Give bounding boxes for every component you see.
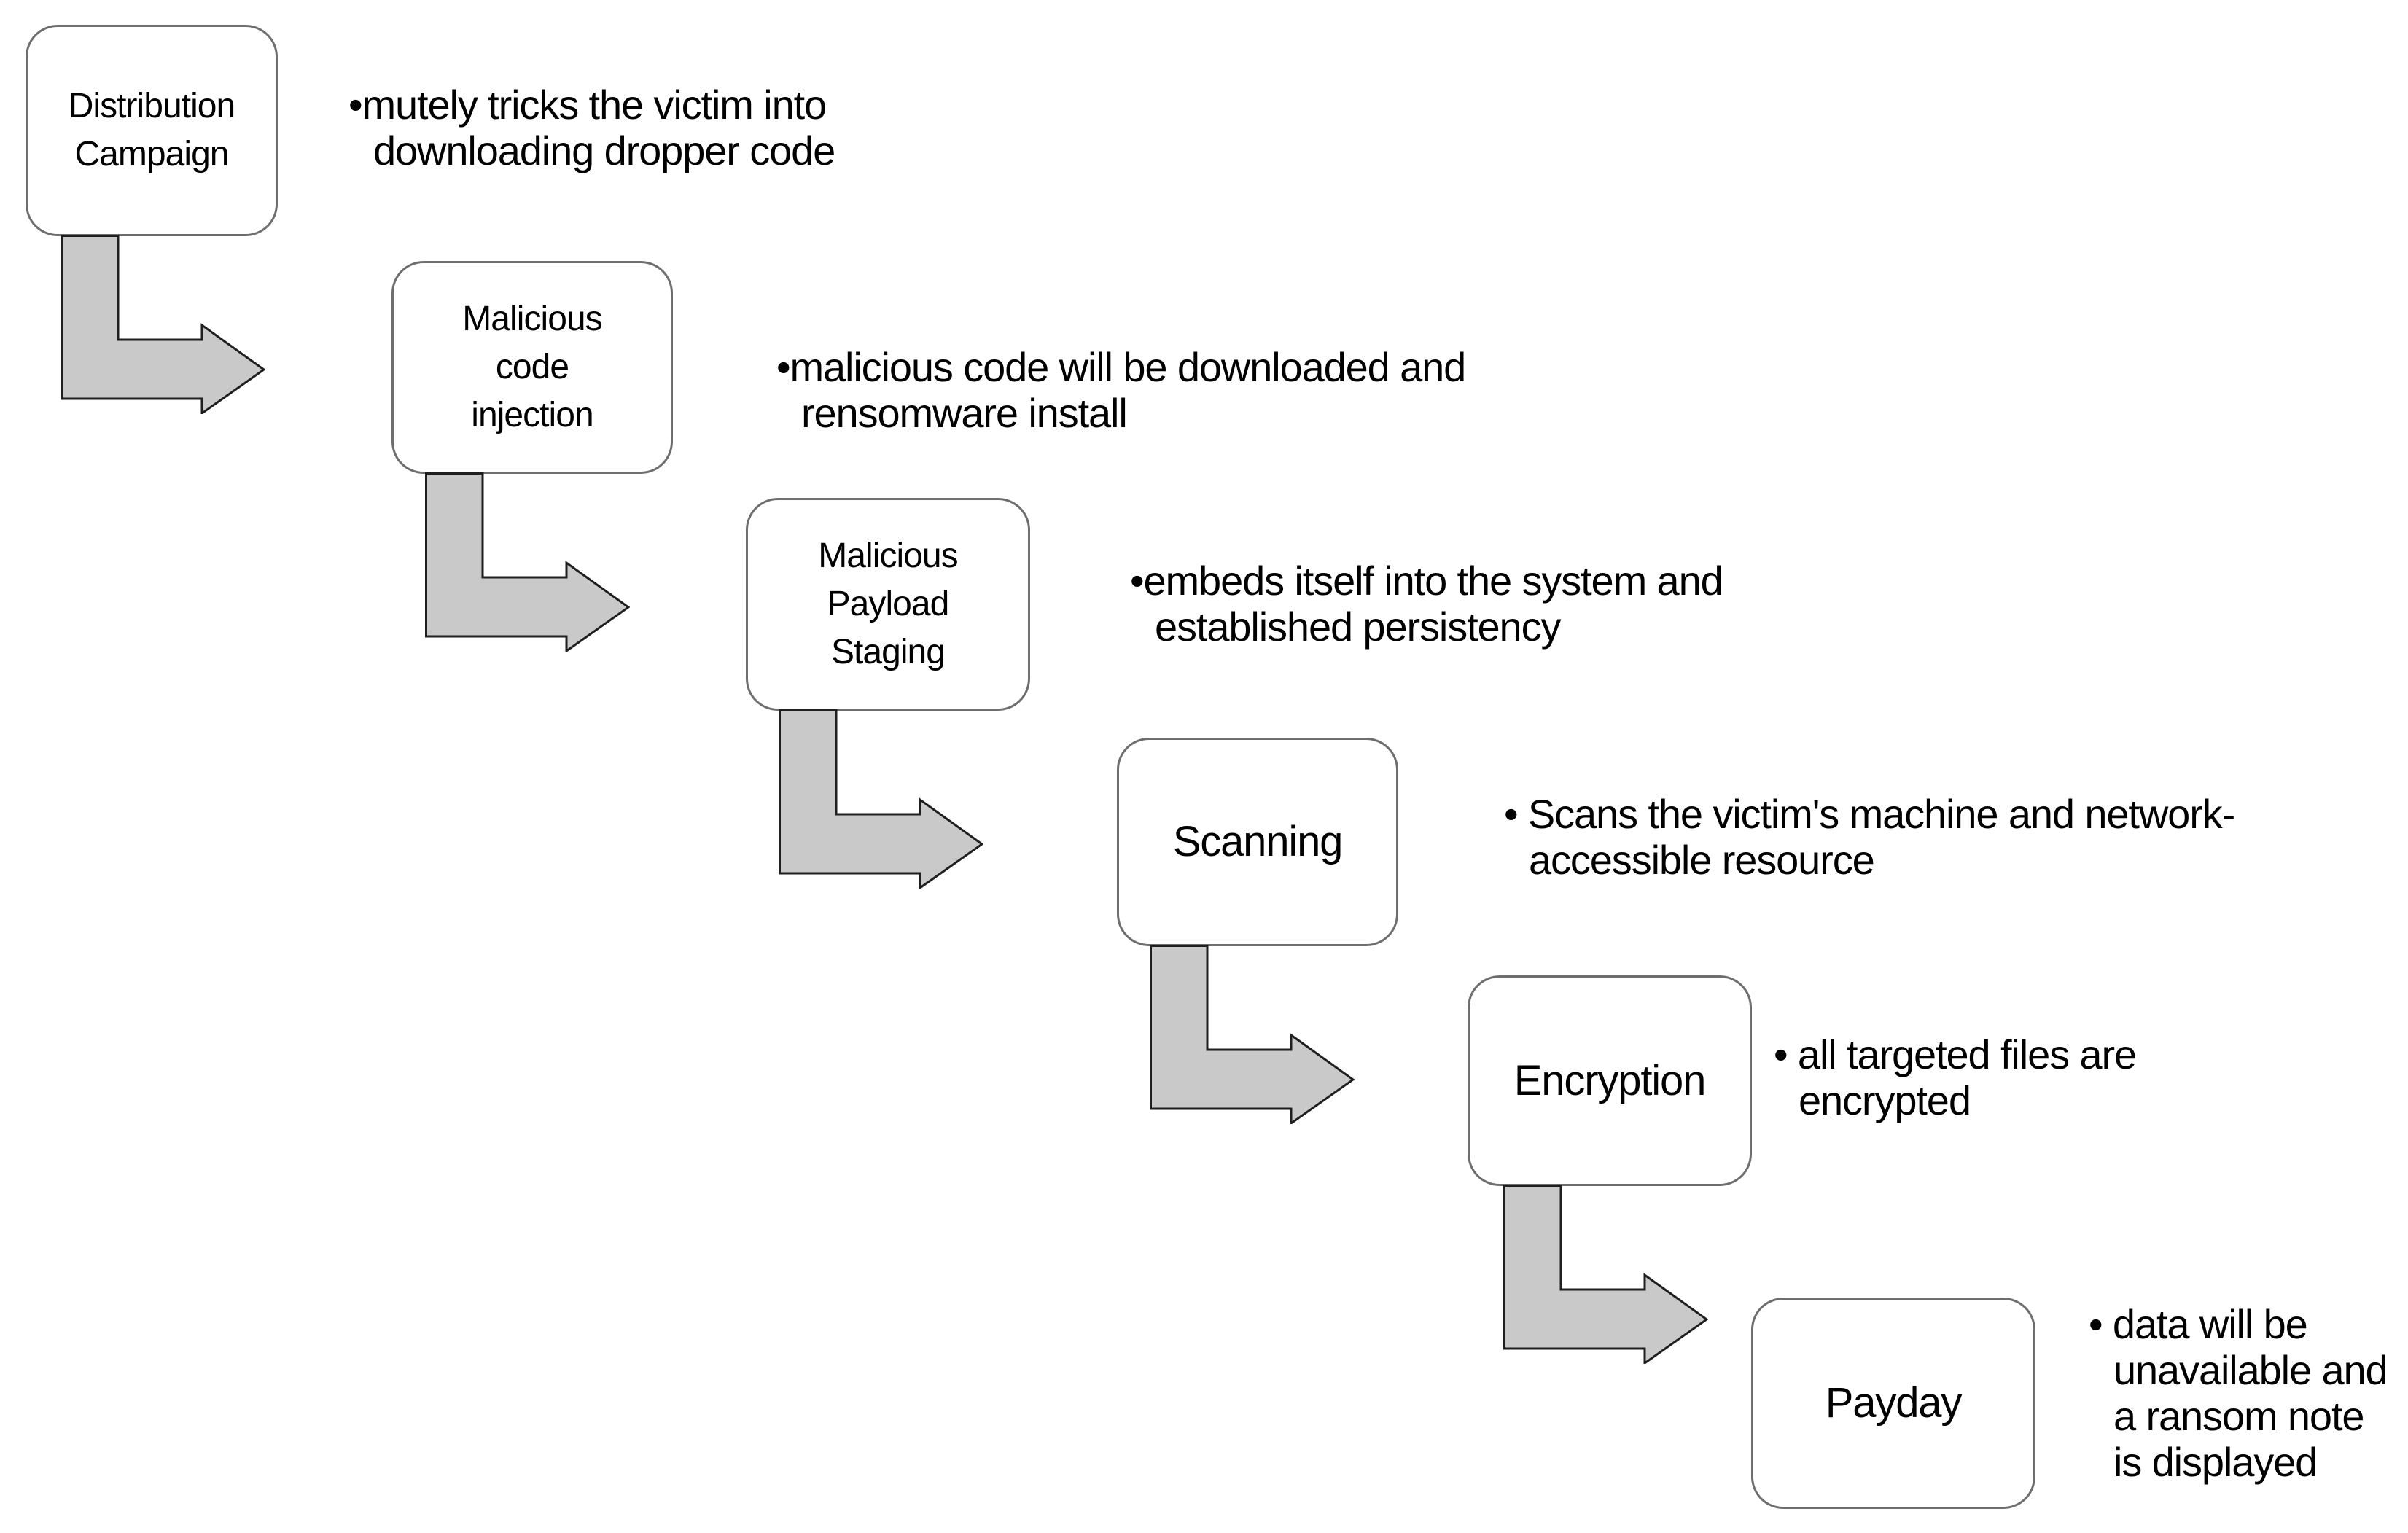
step-description: • all targeted files are encrypted xyxy=(1774,1031,2137,1123)
step-label: Scanning xyxy=(1172,818,1344,865)
step-box-malicious-code-injection: Malicious code injection xyxy=(391,261,673,474)
step-description: • data will be unavailable and a ransom … xyxy=(2089,1301,2388,1485)
step-box-scanning: Scanning xyxy=(1117,738,1398,946)
bent-arrow-icon xyxy=(1503,1185,1708,1364)
step-box-encryption: Encryption xyxy=(1468,975,1752,1186)
step-box-malicious-payload-staging: Malicious Payload Staging xyxy=(746,498,1030,711)
step-label: Encryption xyxy=(1513,1056,1707,1104)
step-label: Malicious code injection xyxy=(462,300,602,434)
bent-arrow-icon xyxy=(425,472,630,652)
bent-arrow-icon xyxy=(61,235,265,414)
step-label: Payday xyxy=(1825,1379,1963,1427)
step-box-payday: Payday xyxy=(1751,1298,2035,1509)
step-description: •malicious code will be downloaded and r… xyxy=(776,344,1466,436)
step-description: •mutely tricks the victim into downloadi… xyxy=(348,82,835,173)
step-label: Distribution Campaign xyxy=(68,87,236,173)
step-description: •embeds itself into the system and estab… xyxy=(1130,558,1723,650)
step-box-distribution-campaign: Distribution Campaign xyxy=(26,25,278,236)
bent-arrow-icon xyxy=(1150,945,1355,1124)
step-description: • Scans the victim's machine and network… xyxy=(1504,791,2235,883)
step-label: Malicious Payload Staging xyxy=(818,537,958,671)
bent-arrow-icon xyxy=(779,709,983,889)
